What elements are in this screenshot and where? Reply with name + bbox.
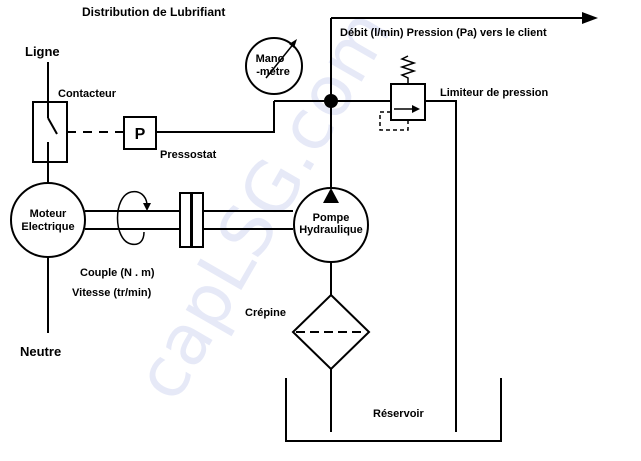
- limiteur-arrowhead: [412, 105, 420, 113]
- limiteur-spring: [399, 55, 417, 84]
- rotation-arrow: [116, 191, 145, 246]
- reservoir: [285, 378, 502, 442]
- rotation-arrowhead: [143, 203, 151, 211]
- couple-label: Couple (N . m): [80, 267, 155, 279]
- coupling-left: [179, 192, 192, 248]
- neutre-label: Neutre: [20, 344, 61, 359]
- outlet-arrowhead: [582, 12, 598, 24]
- manometre-label-2: -mètre: [256, 66, 290, 78]
- pressostat-pipe: [156, 101, 275, 133]
- manometre-needle: [265, 41, 296, 79]
- manometre-label-1: Mano: [256, 53, 285, 65]
- contacteur-switch: [47, 117, 58, 135]
- moteur-label-2: Electrique: [21, 221, 74, 233]
- junction-node: [324, 94, 338, 108]
- pompe-arrow: [323, 188, 339, 203]
- vitesse-label: Vitesse (tr/min): [72, 287, 152, 299]
- pressostat-symbol: P: [135, 126, 146, 143]
- crepine-label: Crépine: [245, 307, 286, 319]
- return-pipe: [425, 100, 457, 432]
- limiteur-box: [390, 83, 426, 121]
- pressostat-label: Pressostat: [160, 149, 217, 161]
- manometre-needle-head: [289, 39, 297, 48]
- rotation-arrow-top: [130, 190, 148, 205]
- limiteur-pilot: [379, 111, 409, 131]
- ligne-label: Ligne: [25, 44, 60, 59]
- pompe-label-2: Hydraulique: [299, 224, 363, 236]
- coupling-right: [191, 192, 204, 248]
- pressostat-box: [123, 116, 157, 150]
- reservoir-label: Réservoir: [373, 408, 424, 420]
- contacteur-box: [32, 101, 68, 163]
- moteur-electrique: [10, 182, 86, 258]
- contacteur-label: Contacteur: [58, 88, 117, 100]
- limiteur-label: Limiteur de pression: [440, 87, 548, 99]
- manometre: [245, 37, 303, 95]
- moteur-label-1: Moteur: [30, 208, 67, 220]
- debit-label: Débit (l/min) Pression (Pa) vers le clie…: [340, 27, 547, 39]
- diagram-title: Distribution de Lubrifiant: [82, 5, 225, 19]
- pompe-label-1: Pompe: [313, 212, 350, 224]
